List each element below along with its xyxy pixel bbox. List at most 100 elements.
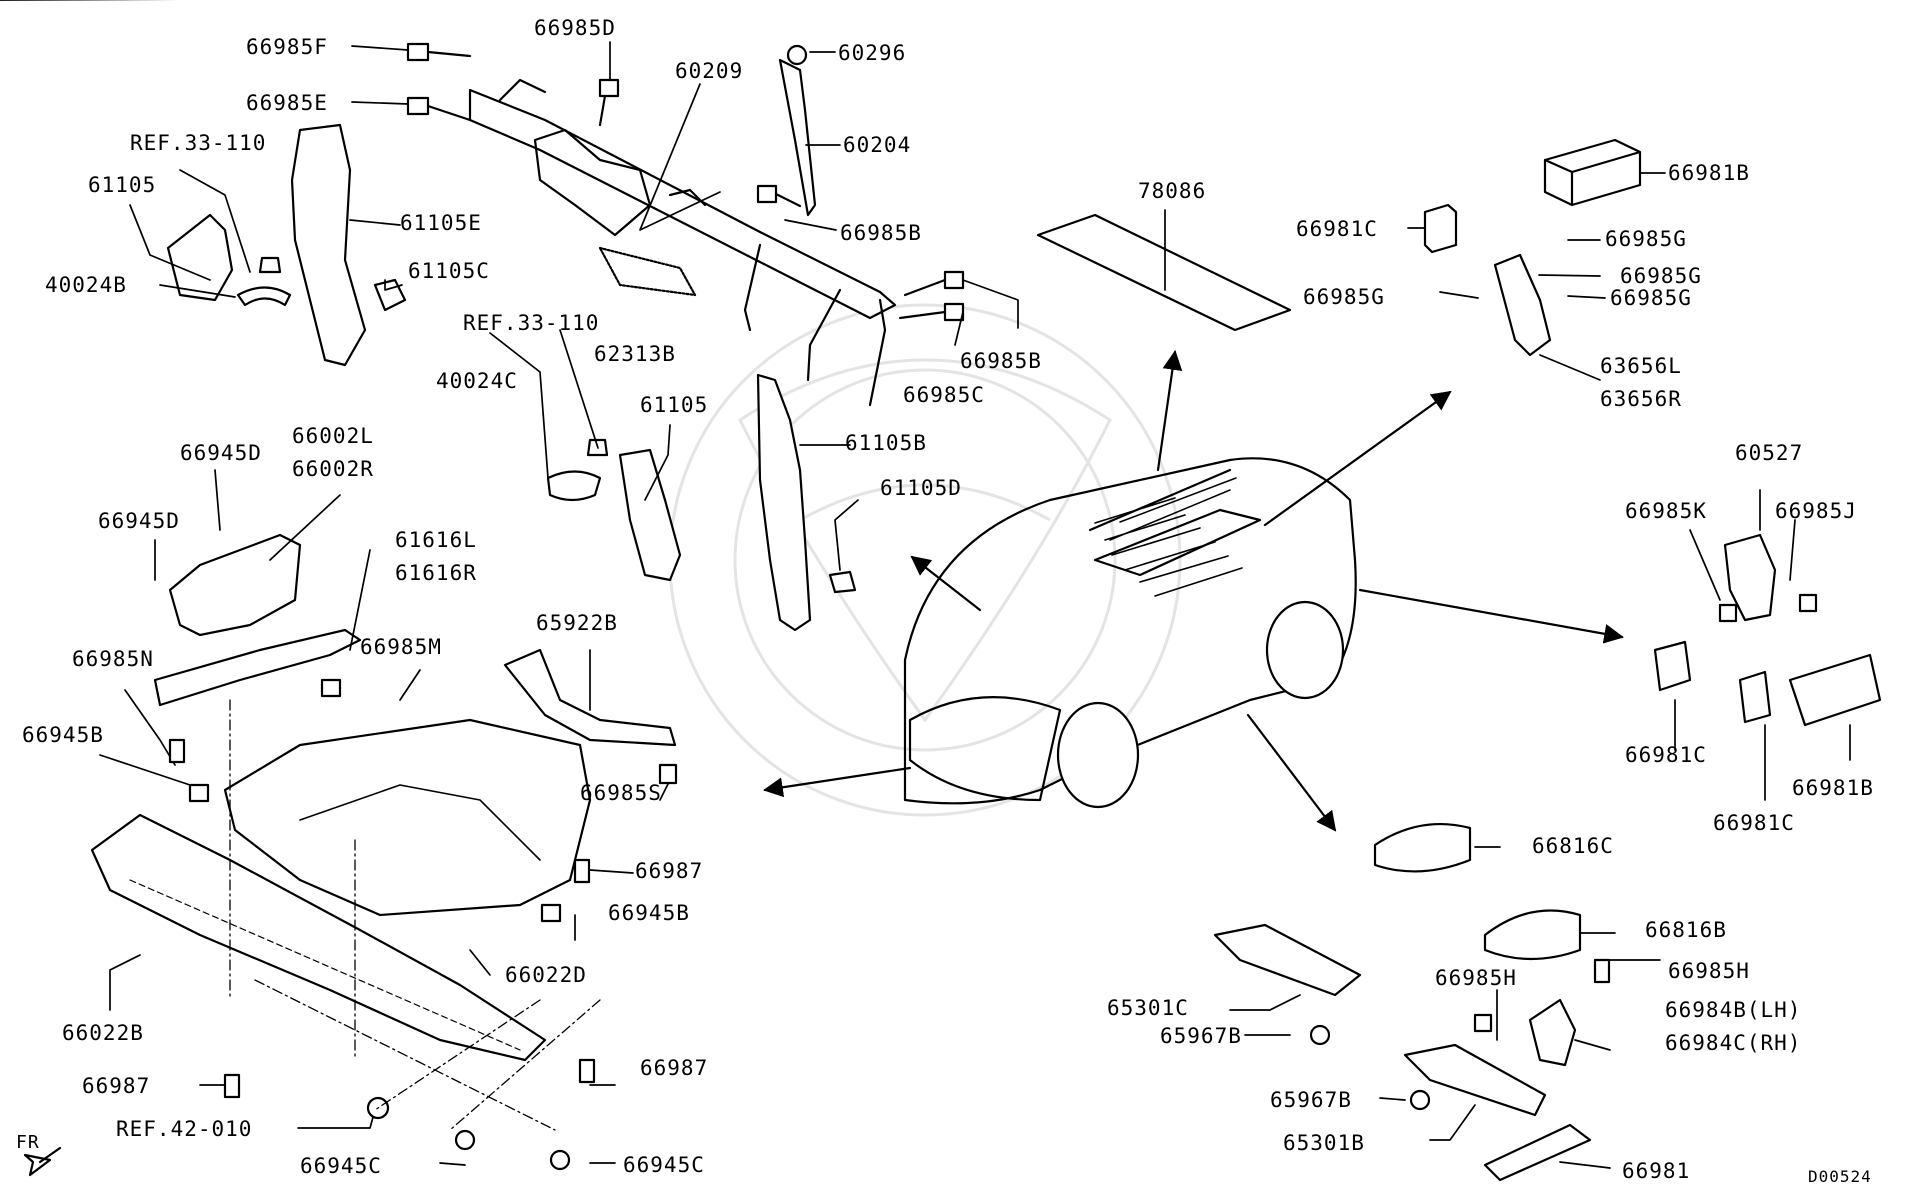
label-60296: 60296	[838, 41, 906, 65]
label-66945B-a: 66945B	[22, 723, 104, 747]
part-78086-panel	[1036, 213, 1292, 332]
label-66985B-b: 66985B	[960, 349, 1042, 373]
watermark-emblem	[668, 303, 1182, 817]
label-66987-a: 66987	[635, 859, 703, 883]
label-66945D-b: 66945D	[98, 509, 180, 533]
label-66987-c: 66987	[640, 1056, 708, 1080]
label-ref33-110-a: REF.33-110	[130, 131, 266, 155]
label-ref33-110-b: REF.33-110	[463, 311, 599, 335]
label-ref42-010: REF.42-010	[116, 1117, 252, 1141]
label-61105E: 61105E	[400, 211, 482, 235]
label-66945C-a: 66945C	[300, 1154, 382, 1178]
label-66985M: 66985M	[360, 635, 442, 659]
label-66984B: 66984B(LH)	[1665, 998, 1801, 1022]
part-65301C-cover	[1213, 923, 1362, 997]
label-66985F: 66985F	[246, 35, 328, 59]
label-66981C-b: 66981C	[1625, 743, 1707, 767]
arrow-to-undercover	[763, 766, 912, 798]
part-66022B-undercover	[90, 813, 547, 1062]
label-66981C-a: 66981C	[1296, 217, 1378, 241]
front-arrow-icon	[23, 1146, 62, 1177]
label-66985G-b: 66985G	[1620, 264, 1702, 288]
label-66985K: 66985K	[1625, 499, 1707, 523]
part-61105-cover	[166, 213, 234, 302]
part-65922B-bracket	[503, 648, 677, 747]
label-61105B: 61105B	[845, 431, 927, 455]
label-66945B-b: 66945B	[608, 901, 690, 925]
label-62313B: 62313B	[594, 342, 676, 366]
part-63656-bracket	[1493, 253, 1552, 357]
label-66002R: 66002R	[292, 457, 374, 481]
part-61105C-clip	[373, 278, 407, 312]
front-indicator: FR	[16, 1132, 40, 1153]
label-61616L: 61616L	[395, 528, 477, 552]
label-66945C-b: 66945C	[623, 1153, 705, 1177]
label-66985B-a: 66985B	[840, 221, 922, 245]
assembly-guides	[229, 699, 601, 1131]
label-63656L: 63656L	[1600, 354, 1682, 378]
label-66985N: 66985N	[72, 647, 154, 671]
label-66984C: 66984C(RH)	[1665, 1031, 1801, 1055]
label-66816B: 66816B	[1645, 918, 1727, 942]
label-66945D-a: 66945D	[180, 441, 262, 465]
part-62313B-pad	[598, 246, 697, 297]
clip-40024B	[236, 286, 292, 307]
part-61616-bracket	[153, 628, 362, 707]
bolt-66985B-upper	[756, 184, 802, 208]
label-61105C: 61105C	[408, 259, 490, 283]
arrow-to-dash-parts	[910, 555, 982, 612]
label-65301B: 65301B	[1283, 1131, 1365, 1155]
part-40024C-seal	[546, 470, 602, 502]
label-66985G-a: 66985G	[1605, 227, 1687, 251]
part-66022D-undercover	[223, 718, 592, 917]
label-60204: 60204	[843, 133, 911, 157]
label-65967B-a: 65967B	[1160, 1024, 1242, 1048]
label-66987-b: 66987	[82, 1074, 150, 1098]
label-66002L: 66002L	[292, 424, 374, 448]
part-61105-center	[618, 448, 682, 582]
label-66981B-a: 66981B	[1668, 161, 1750, 185]
undercover-inner-ridge	[299, 784, 541, 861]
label-66985E: 66985E	[246, 91, 328, 115]
label-66985S: 66985S	[580, 781, 662, 805]
label-66985J: 66985J	[1775, 499, 1857, 523]
steering-support-member	[468, 78, 897, 407]
label-66985H-a: 66985H	[1668, 959, 1750, 983]
clip-ref33-a	[258, 256, 282, 274]
label-60527: 60527	[1735, 441, 1803, 465]
nut-60296	[786, 44, 808, 66]
bolt-66985F	[406, 42, 472, 62]
label-40024B: 40024B	[45, 273, 127, 297]
arrow-to-lower-right	[1246, 713, 1337, 832]
part-66981C-block-low	[1738, 670, 1772, 724]
label-61105D: 61105D	[880, 476, 962, 500]
part-labels: 66985F 66985D 60209 60296 66985E REF.33-…	[16, 16, 1873, 1186]
label-66022D: 66022D	[505, 963, 587, 987]
label-66981C-c: 66981C	[1713, 811, 1795, 835]
label-61105-b: 61105	[640, 393, 708, 417]
label-66985G-d: 66985G	[1610, 286, 1692, 310]
undercover-inner-grille	[129, 879, 521, 1051]
label-65922B: 65922B	[536, 611, 618, 635]
bolt-66985D	[598, 78, 620, 127]
label-65301C: 65301C	[1107, 996, 1189, 1020]
label-66985C: 66985C	[903, 383, 985, 407]
part-60204-stay	[778, 58, 817, 217]
label-61616R: 61616R	[395, 561, 477, 585]
arrow-to-78086	[1156, 350, 1183, 472]
vehicle-outline	[903, 457, 1357, 809]
part-65301B-cover	[1403, 1043, 1547, 1117]
label-66985D: 66985D	[534, 16, 616, 40]
part-66981C-block-top	[1423, 203, 1458, 254]
part-66981B-block-low	[1788, 653, 1882, 727]
vehicle-roof-slats	[1094, 497, 1243, 597]
part-66984-bracket	[1528, 998, 1577, 1067]
label-66985G-c: 66985G	[1303, 285, 1385, 309]
diagram-code: D00524	[1808, 1167, 1872, 1186]
label-66816C: 66816C	[1532, 834, 1614, 858]
bolt-66985E	[406, 96, 472, 122]
arrow-to-bracket-top-right	[1263, 390, 1452, 527]
label-78086: 78086	[1138, 179, 1206, 203]
label-66022B: 66022B	[62, 1021, 144, 1045]
